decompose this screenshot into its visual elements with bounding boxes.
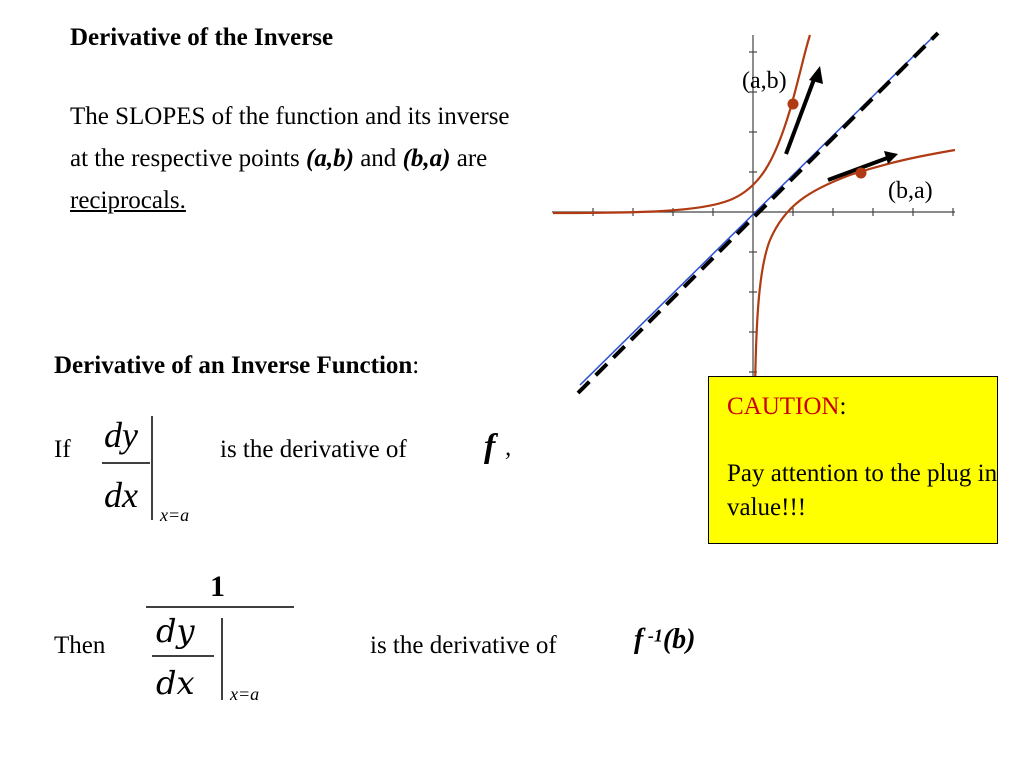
then-exponent: -1 — [643, 625, 663, 646]
intro-and: and — [353, 145, 403, 172]
section-heading-text: Derivative of an Inverse Function — [54, 352, 413, 379]
if-comma: , — [505, 434, 512, 461]
then-label: Then — [54, 632, 106, 659]
point-ab-text: (a,b) — [306, 145, 354, 172]
inverse-curve — [753, 148, 956, 391]
reciprocals-text: reciprocals. — [70, 187, 186, 214]
section-heading: Derivative of an Inverse Function: — [54, 352, 419, 380]
if-label: If — [54, 436, 71, 463]
then-denominator: dx — [156, 664, 195, 702]
caution-colon: : — [839, 393, 847, 420]
if-denominator: dx — [104, 475, 138, 515]
then-derivative-text: is the derivative of — [370, 632, 557, 659]
function-curve — [552, 34, 812, 215]
if-numerator: dy — [104, 415, 138, 455]
tangent-arrow-ab — [784, 73, 818, 155]
then-function-f: f — [634, 624, 644, 655]
section-colon: : — [412, 352, 420, 379]
caution-heading: CAUTION: — [727, 393, 846, 421]
identity-line — [579, 34, 936, 386]
caution-body: Pay attention to the plug in value!!! — [727, 460, 998, 521]
then-argument: (b) — [662, 624, 696, 655]
arrowhead-ab — [809, 66, 823, 84]
label-ba: (b,a) — [888, 178, 933, 204]
point-ab-dot — [787, 98, 799, 110]
then-numerator: dy — [156, 612, 195, 650]
if-function-f: f — [484, 428, 496, 465]
caution-title: CAUTION — [727, 393, 840, 420]
label-ab: (a,b) — [742, 68, 787, 94]
caution-box: CAUTION: Pay attention to the plug in va… — [708, 376, 998, 544]
if-derivative-text: is the derivative of — [220, 436, 407, 463]
slide-title: Derivative of the Inverse — [70, 24, 334, 51]
inverse-notation: f -1(b) — [634, 624, 695, 656]
intro-paragraph: The SLOPES of the function and its inver… — [70, 96, 530, 222]
then-subscript: x=a — [230, 684, 260, 704]
arrowhead-ba — [884, 151, 898, 164]
dashed-symmetry-line — [576, 31, 940, 395]
intro-are: are — [450, 145, 488, 172]
intro-text: The SLOPES of the function and its inver… — [70, 103, 510, 172]
point-ba-dot — [855, 167, 867, 179]
point-ba-text: (b,a) — [402, 145, 451, 172]
then-one: 1 — [210, 570, 225, 603]
if-subscript: x=a — [160, 505, 190, 525]
